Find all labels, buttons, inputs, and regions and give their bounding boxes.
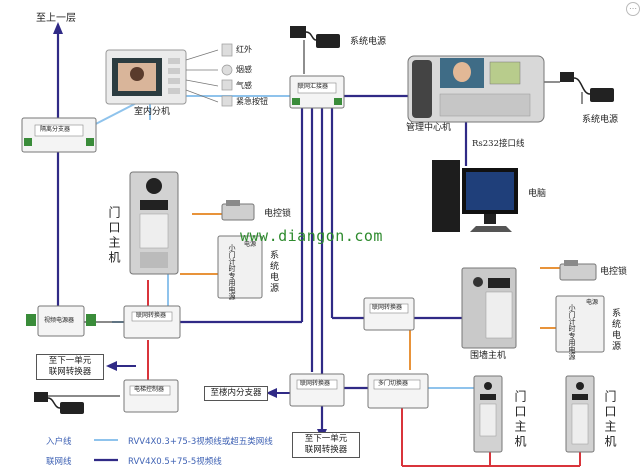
title-power-left: 小门计时专用电源 [228, 244, 236, 300]
label-computer: 电脑 [528, 189, 547, 199]
label-system-power-top: 系统电源 [350, 37, 387, 47]
red-wires [147, 280, 581, 467]
label-indoor-unit: 室内分机 [134, 107, 171, 117]
title-isolation-protector: 视频电源器 [44, 317, 75, 324]
label-next-unit-bottom: 至下一单元 联网转换器 [292, 432, 360, 458]
label-door-main-unit-left: 门口主机 [107, 206, 121, 266]
wall-main-unit [461, 267, 517, 349]
legend-entry-desc: RVV4X0.3+75-3视频线或超五类网线 [128, 437, 273, 447]
computer [432, 160, 518, 232]
door-main-unit-bottom-1 [473, 375, 503, 453]
title-network-converter-left: 联网转换器 [136, 312, 167, 319]
info-icon[interactable]: ⋯ [626, 2, 640, 16]
title-power-small-left: 电源 [244, 241, 257, 248]
power-adapter-right [560, 72, 614, 102]
label-next-unit-left: 至下一单元 联网转换器 [36, 354, 104, 380]
arrow-up-icon [53, 22, 63, 34]
sensor-icons [185, 43, 233, 107]
isolation-box [26, 305, 96, 337]
title-floor-splitter: 隔离分支器 [40, 126, 71, 133]
label-system-power-mid: 系统电源 [268, 250, 278, 294]
network-converter-left [123, 305, 181, 339]
title-network-converter-bottom: 联网转换器 [300, 380, 331, 387]
title-elevator-controller: 电梯控制器 [134, 386, 165, 393]
indoor-monitor [105, 49, 187, 105]
electric-lock-left [221, 200, 255, 221]
label-electric-lock-left: 电控锁 [264, 209, 292, 219]
label-sensor-gas: 气感 [236, 81, 252, 90]
label-sensor-emergency: 紧急按钮 [236, 97, 268, 106]
label-system-power-right2: 系统电源 [610, 308, 620, 352]
title-multi-door-switch: 多门切换器 [378, 380, 409, 387]
door-main-unit-bottom-2 [565, 375, 595, 453]
legend-network-desc: RVV4X0.5+75-5视频线 [128, 457, 222, 467]
elevator-controller [123, 379, 179, 413]
label-door-main-unit-b2: 门口主机 [603, 390, 617, 450]
door-main-unit-left [129, 171, 179, 275]
label-sensor-infrared: 红外 [236, 45, 252, 54]
label-rs232-line: Rs232接口线 [472, 139, 525, 149]
label-door-main-unit-b1: 门口主机 [513, 390, 527, 450]
title-power-right: 小门计时专用电源 [568, 304, 576, 360]
legend-network-label: 联网线 [46, 457, 72, 467]
label-top-floor: 至上一层 [36, 13, 76, 24]
label-system-power-right: 系统电源 [582, 115, 619, 125]
watermark: www.diangon.com [240, 227, 383, 245]
power-box-right [555, 295, 605, 353]
multi-door-switch [367, 373, 429, 409]
arrow-left-icon-2 [266, 388, 277, 398]
label-electric-lock-right: 电控锁 [600, 267, 628, 277]
title-network-converter-right: 联网转换器 [372, 304, 403, 311]
network-converter-bottom [289, 373, 345, 407]
label-sensor-smoke: 烟感 [236, 65, 252, 74]
label-building-branch: 至楼内分支器 [204, 386, 268, 401]
arrow-left-icon [106, 361, 117, 371]
power-adapter-bottom-left [34, 392, 84, 414]
title-power-small-right: 电源 [586, 299, 599, 306]
network-controller [289, 75, 345, 109]
label-wall-main-unit: 围墙主机 [470, 351, 507, 361]
title-network-controller: 联网汇接器 [298, 83, 329, 90]
floor-splitter [21, 117, 97, 153]
power-adapter-top [290, 26, 340, 48]
electric-lock-right [559, 260, 597, 281]
network-wires [56, 33, 468, 432]
label-management-center: 管理中心机 [406, 123, 452, 133]
management-center [407, 55, 545, 123]
network-converter-right [363, 297, 415, 331]
legend-entry-label: 入户线 [46, 437, 72, 447]
power-box-mid [217, 235, 263, 299]
power-wires [180, 213, 566, 370]
